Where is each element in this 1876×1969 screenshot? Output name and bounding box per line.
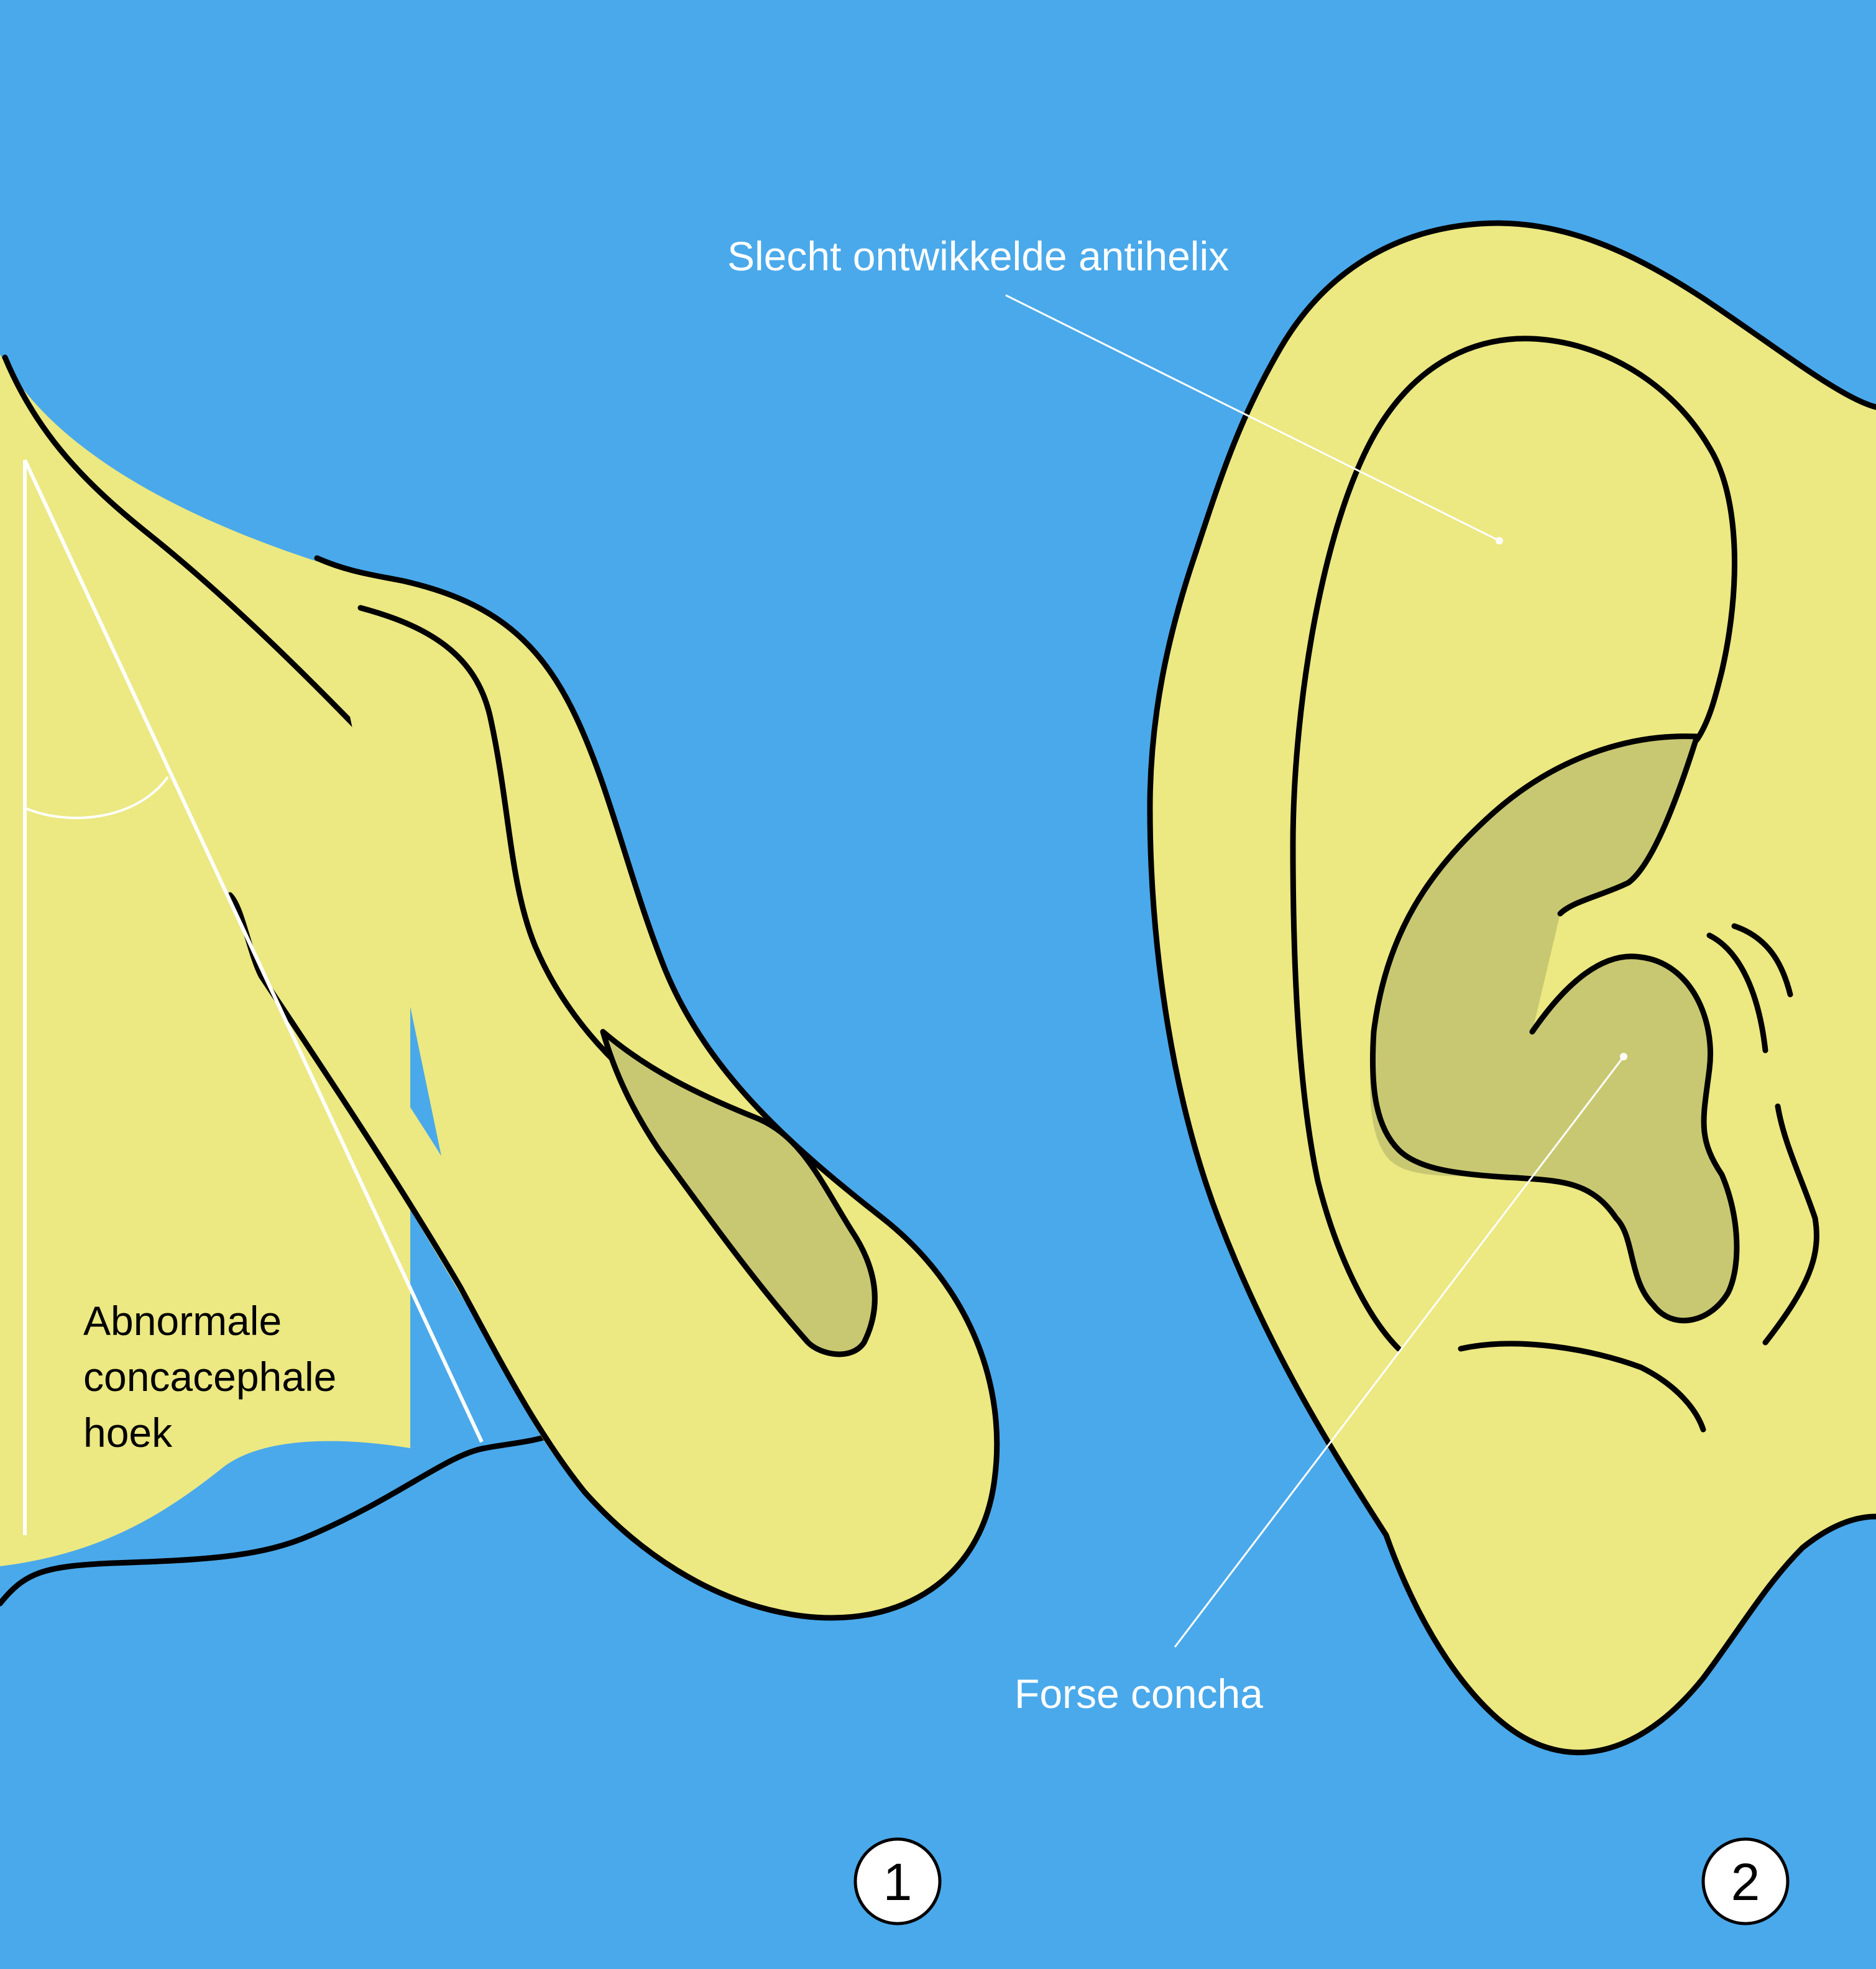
concha-front-outline: [1369, 733, 1740, 1324]
panel-1-badge: [853, 1837, 942, 1925]
head-skin: [0, 354, 410, 1566]
tragus-arc-outer: [1731, 923, 1793, 998]
auricle-side: [236, 558, 997, 1618]
concha-label: Forse concha: [1014, 1671, 1263, 1717]
panel-2-front-view: Slecht ontwikkelde antihelix Forse conch…: [727, 220, 1876, 1925]
panel-1-side-view: Abnormale concacephale hoek 1: [0, 354, 1000, 1925]
angle-arc: [24, 776, 169, 819]
auricle-side-outline: [227, 555, 1000, 1621]
angle-label: Abnormale concacephale hoek: [83, 1298, 348, 1456]
auricle-front-outline: [1147, 220, 1876, 1756]
panel-2-number: 2: [1731, 1853, 1760, 1911]
antitragus-line: [1762, 1103, 1819, 1346]
tragus-arc-inner: [1706, 932, 1768, 1053]
panel-2-badge: [1701, 1837, 1790, 1925]
helix-inner-line: [1290, 336, 1737, 1352]
concha-dot: [1620, 1053, 1627, 1060]
concha-leader: [1174, 1056, 1625, 1648]
antihelix-label: Slecht ontwikkelde antihelix: [727, 233, 1229, 279]
antihelix-dot: [1496, 537, 1503, 544]
concha-side: [600, 1029, 878, 1357]
antihelix-leader: [1005, 294, 1500, 542]
skin-bottom-line: [0, 1423, 569, 1607]
angle-line-diagonal: [23, 459, 484, 1443]
lobe-crease: [1458, 1341, 1706, 1433]
panel-1-number: 1: [883, 1853, 913, 1911]
